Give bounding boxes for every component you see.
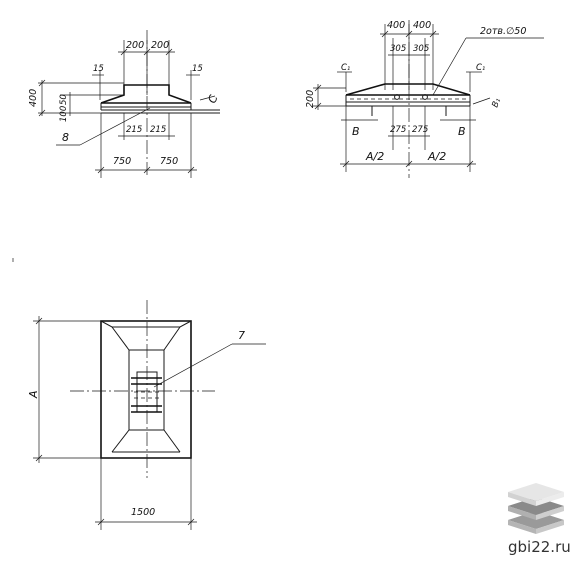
s2-c1-right: C₁ xyxy=(476,63,485,73)
s2-top-dim-left: 400 xyxy=(387,20,405,31)
s2-top-dim-right: 400 xyxy=(413,20,431,31)
s2-b-right: B xyxy=(458,125,466,138)
s1-c-label: C xyxy=(206,93,221,105)
s1-height-mid: 50 xyxy=(59,94,69,105)
s1-callout-label: 8 xyxy=(62,131,69,144)
watermark-text: gbi22.ru xyxy=(508,538,571,556)
s2-half-dim-left: A/2 xyxy=(365,150,384,163)
section-2-elevation: 400 400 305 305 2отв.∅50 C₁ C₁ xyxy=(305,20,544,178)
plan-callout-label: 7 xyxy=(238,329,245,342)
s2-half-dim-right: A/2 xyxy=(427,150,446,163)
s1-bottom-dim-right: 750 xyxy=(160,156,178,167)
s2-inner-top-right: 305 xyxy=(413,44,429,54)
s1-inner-dim-right: 215 xyxy=(150,125,166,135)
plan-width-dim: 1500 xyxy=(131,507,155,518)
s1-side-left-dim: 15 xyxy=(93,64,104,74)
s2-c1-left: C₁ xyxy=(341,63,350,73)
s2-hole-left xyxy=(394,94,400,100)
plan-view: A 1500 7 xyxy=(27,300,266,530)
s2-b1-label: B₁ xyxy=(490,97,503,109)
s2-holes-note: 2отв.∅50 xyxy=(480,26,526,37)
s1-side-right-dim: 15 xyxy=(192,64,203,74)
s1-inner-dim-left: 215 xyxy=(126,125,142,135)
s2-inner-dim-right: 275 xyxy=(412,125,428,135)
s1-height-low: 100 xyxy=(59,106,69,122)
s1-height-total: 400 xyxy=(28,89,39,107)
s1-top-dim-right: 200 xyxy=(151,40,169,51)
s2-b-left: B xyxy=(352,125,360,138)
plan-a-label: A xyxy=(27,390,40,399)
s2-hole-right xyxy=(422,94,428,100)
s1-bottom-dim-left: 750 xyxy=(113,156,131,167)
s2-inner-dim-left: 275 xyxy=(390,125,406,135)
section-1-elevation: 200 200 15 15 400 50 100 C xyxy=(28,30,221,178)
s2-height-dim: 200 xyxy=(305,90,316,108)
gbi22-logo-icon xyxy=(508,483,564,534)
s2-inner-top-left: 305 xyxy=(390,44,406,54)
s1-top-dim-left: 200 xyxy=(126,40,144,51)
